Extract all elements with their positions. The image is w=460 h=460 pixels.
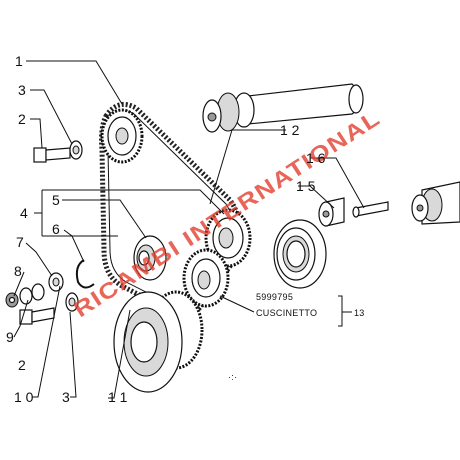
intermediate-sprocket [204, 208, 252, 268]
bolt-2-upper [33, 147, 71, 163]
callout-3-lower: 3 [62, 389, 70, 405]
washer-3-upper [69, 140, 83, 160]
callout-13: 13 [354, 308, 365, 318]
callout-15: 1 5 [296, 178, 316, 194]
camshaft-part [202, 83, 364, 133]
crankshaft-pulley [113, 290, 204, 393]
stud-part [352, 201, 389, 218]
callout-11: 1 1 [108, 389, 128, 405]
leader-lines [13, 60, 365, 399]
callout-1: 1 [15, 53, 23, 69]
washer-9 [19, 283, 45, 305]
callout-16: 1 6 [306, 150, 326, 166]
callout-10: 1 0 [14, 389, 34, 405]
shaft-end-part [411, 181, 460, 225]
callout-12: 1 2 [280, 122, 300, 138]
callout-4: 4 [20, 205, 28, 221]
tensioner-pulley [133, 235, 167, 281]
callout-6: 6 [52, 221, 60, 237]
callout-5: 5 [52, 192, 60, 208]
part-name: CUSCINETTO [256, 308, 317, 318]
nut-8 [5, 292, 19, 308]
washer-3-lower [65, 292, 79, 312]
washer-7 [48, 272, 64, 292]
callout-7: 7 [16, 234, 24, 250]
callout-3-upper: 3 [18, 82, 26, 98]
bolt-2-lower [19, 307, 55, 325]
circlip-6 [75, 259, 95, 289]
part-number: 5999795 [256, 292, 293, 302]
separator-dots: ·:· [228, 372, 237, 382]
camshaft-sprocket [100, 108, 144, 164]
bush-part [318, 197, 345, 227]
callout-9: 9 [6, 329, 14, 345]
callout-8: 8 [14, 263, 22, 279]
auxiliary-sprocket [182, 248, 230, 308]
bearing-part [273, 219, 327, 289]
callout-2-upper: 2 [18, 111, 26, 127]
callout-2-lower: 2 [18, 357, 26, 373]
